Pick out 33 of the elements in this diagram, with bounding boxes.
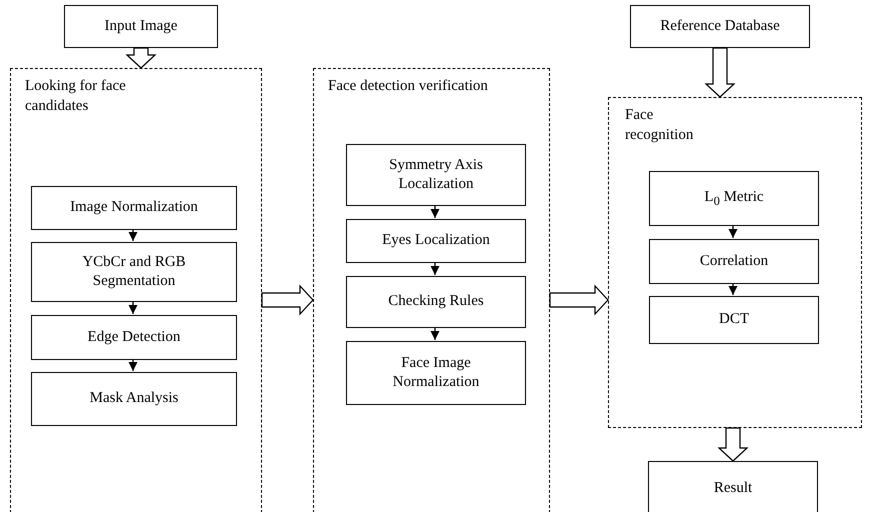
dashed-group [313,68,550,512]
group-heading: Looking for face candidates [25,77,127,116]
hollow-arrow [125,47,157,69]
arrow [728,225,738,238]
process-box: Input Image [64,5,218,48]
hollow-arrow [717,427,749,462]
hollow-arrow [704,47,736,98]
process-box: Mask Analysis [31,372,237,426]
process-box: YCbCr and RGB Segmentation [31,242,237,302]
process-box: L$_{0}$ Metric [649,171,819,226]
process-box: Eyes Localization [346,219,526,263]
arrow [728,283,738,295]
process-box: DCT [649,296,819,344]
dashed-group [10,68,262,512]
arrow [128,301,138,314]
arrow [430,205,440,218]
process-box: Image Normalization [31,186,237,230]
arrow [430,262,440,275]
dashed-group [608,97,862,428]
hollow-arrow [261,284,314,316]
arrow [128,229,138,241]
process-box: Correlation [649,239,819,284]
process-box: Checking Rules [346,276,526,328]
process-box: Face Image Normalization [346,341,526,405]
arrow [430,327,440,340]
process-box: Symmetry Axis Localization [346,144,526,206]
process-box: Result [648,461,818,512]
arrow [128,359,138,371]
group-heading: Face detection verification [328,77,488,96]
process-box: Reference Database [630,5,810,48]
process-box: Edge Detection [31,315,237,360]
hollow-arrow [549,284,609,316]
group-heading: Face recognition [625,106,694,144]
